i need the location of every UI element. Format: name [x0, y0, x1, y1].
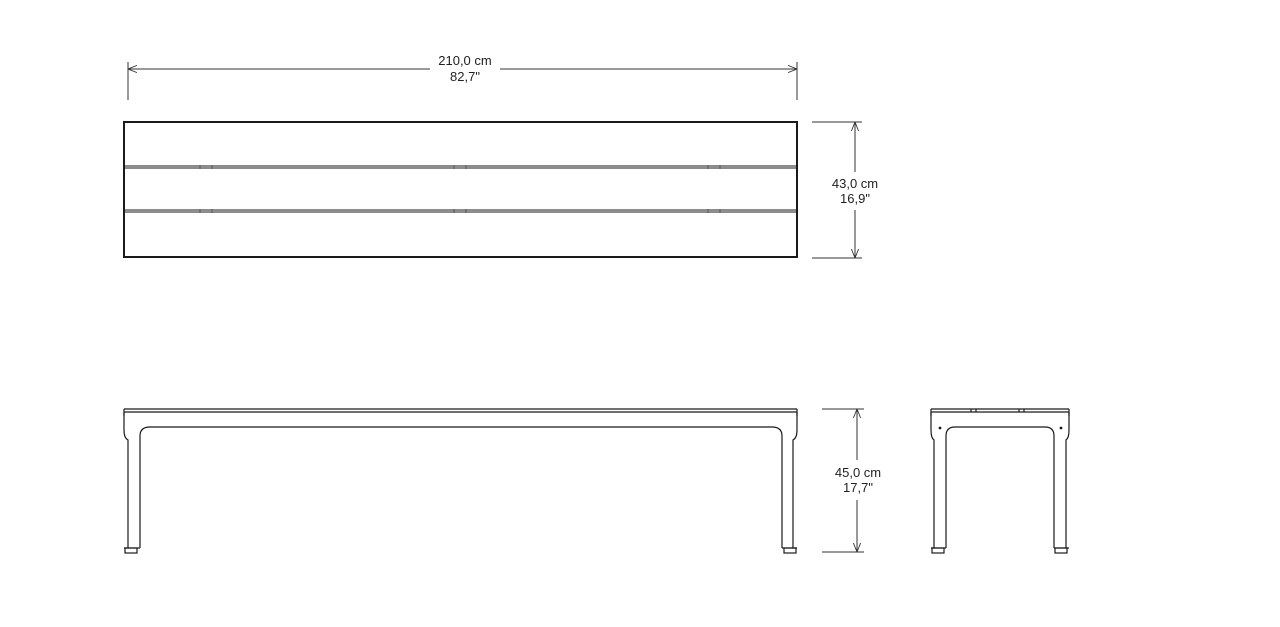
side-foot-left	[931, 547, 945, 554]
depth-metric-label: 43,0 cm	[832, 176, 878, 191]
front-foot-right	[783, 547, 797, 554]
width-dimension: 210,0 cm 82,7"	[127, 53, 798, 100]
front-frame-outer	[123, 412, 129, 549]
height-dimension: 45,0 cm 17,7"	[822, 408, 881, 553]
depth-dimension: 43,0 cm 16,9"	[812, 121, 878, 259]
height-metric-label: 45,0 cm	[835, 465, 881, 480]
side-foot-right	[1054, 547, 1068, 554]
front-frame-inner	[139, 426, 783, 548]
bench-top-view	[123, 121, 798, 258]
height-imperial-label: 17,7"	[843, 480, 873, 495]
side-frame-inner	[945, 426, 1055, 548]
depth-imperial-label: 16,9"	[840, 191, 870, 206]
width-metric-label: 210,0 cm	[438, 53, 491, 68]
support-ticks	[199, 165, 721, 213]
width-imperial-label: 82,7"	[450, 69, 480, 84]
bench-front-view	[123, 408, 798, 554]
top-view-outline	[123, 121, 798, 258]
bench-side-view	[930, 408, 1070, 554]
front-foot-left	[124, 547, 138, 554]
